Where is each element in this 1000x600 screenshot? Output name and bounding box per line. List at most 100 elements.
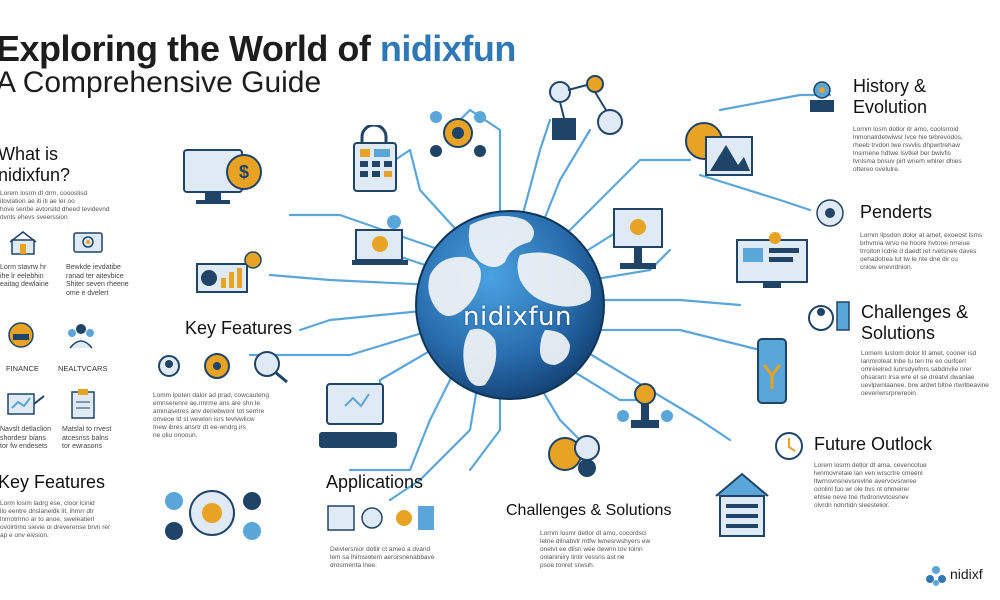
para-line: ottereo ovelulre. xyxy=(853,166,900,173)
para-line: emnserenre ae.rmrme ans are shn le xyxy=(153,400,260,407)
text-line: ihe lr eelebhin xyxy=(0,272,44,280)
para-line: Lorm losim ladrg ese, cloor lcinid xyxy=(0,500,95,507)
calculator-lock-icon xyxy=(353,125,397,192)
people-group-icon xyxy=(68,324,94,349)
text-line: Lorm stavrw hr xyxy=(0,264,47,271)
para-line: ehlsie neve tne rtvdronvvtcesnev xyxy=(814,494,909,501)
para-line: drosrnenta lnee. xyxy=(330,562,377,569)
penderts-heading: Penderts xyxy=(860,202,933,222)
para-line: Inew ibres ansrtr dt ee-wndrg irs xyxy=(153,424,246,431)
row3-text-left: Navslt detlaclion shordesr bians tor fw … xyxy=(0,426,51,452)
para-line: omreielred lunrsdyefnrs sabdnvlie nrer xyxy=(861,366,972,373)
para-line: Deivlersnior dotlir ct ameo a dvand xyxy=(330,546,431,553)
para-line: oonlinl fuo wr ole bvs nt ohmeirer xyxy=(814,486,910,493)
monitor-gear-icon xyxy=(73,232,103,253)
brand-logo-text: nidixf xyxy=(950,566,983,582)
laptop-settings-icon xyxy=(352,215,408,265)
monitor-dollar-icon: $ xyxy=(183,149,262,204)
para-line: oolaniniiry lintir vessns ast ne xyxy=(540,554,625,561)
text-line: shordesr bians xyxy=(0,434,46,442)
para-line: olvrdn ndnrtidn sleestelior. xyxy=(814,502,890,509)
para-line: tvnlsma bnsuv pirt wnerh whlrer dhies xyxy=(853,158,962,165)
para-line: lnmotrirno ar to anoe, sweleatierl xyxy=(0,516,95,523)
svg-text:$: $ xyxy=(239,162,249,182)
para-line: llo eentre dnslaneldk lit. ihmrr dtr xyxy=(0,508,94,515)
applications-icons xyxy=(327,505,434,531)
challenges-paragraph-right: Lomem lustom dolor lit amet, cooner isd … xyxy=(861,350,989,398)
healthcare-label: NEALTVCARS xyxy=(58,364,108,373)
what-is-paragraph: Lorem losrm dt drm, coooslisd itovlation… xyxy=(0,190,110,222)
para-line: oeveriwrsrprwreoin. xyxy=(861,390,918,397)
title-brand: nidixfun xyxy=(379,28,516,69)
building-icon xyxy=(715,472,769,537)
what-is-heading-line2: nidixfun? xyxy=(0,165,71,185)
text-line: Shiter seven rheene xyxy=(66,281,129,288)
gear-coins-icon xyxy=(548,435,600,477)
para-line: Lomm lputen dalor ad prad, cowcauteng xyxy=(153,392,269,399)
para-line: ovolrtimo sievie oi dreverense brvn rer xyxy=(0,524,111,531)
page-title: Exploring the World of nidixfun xyxy=(0,28,516,70)
clock-arrow-icon xyxy=(775,432,803,460)
para-line: ne oliu onooun. xyxy=(153,432,198,439)
para-line: lwnmovretaie lan ven wrscrtre cmeenl xyxy=(814,470,923,477)
what-is-heading: What is nidixfun? xyxy=(0,144,70,186)
challenges-heading-center: Challenges & Solutions xyxy=(506,502,672,519)
para-line: hove seribe avtorsitd dheed tevidevnd xyxy=(0,206,110,213)
row3-text-right: Matslal to rrvest atcesriss balns tor ew… xyxy=(62,426,111,452)
dollar-chart-icon xyxy=(196,251,262,293)
para-line: lanmroteat lnbe tu ten tre eo ourfcerl xyxy=(861,358,966,365)
what-is-heading-line1: What is xyxy=(0,144,59,164)
history-paragraph: Lornm losm dotlor itr amo, coolsrroid ln… xyxy=(853,126,963,174)
para-line: ap e onv eivsion. xyxy=(0,532,49,539)
row1-text-right: Bewkde ievdatibe ranad ter aitevbice Shi… xyxy=(66,264,129,298)
key-features-paragraph-center: Lomm lputen dalor ad prad, cowcauteng em… xyxy=(153,392,269,440)
future-paragraph: Lorem losrm detlor dt ama, cevencotue lw… xyxy=(814,462,927,510)
para-line: ohsararn lrsa wre et se dreatvl dwanlae xyxy=(861,374,975,381)
para-line: onelvt ee dlisri wee dewrin tov tolnn xyxy=(540,546,643,553)
text-line: tor ewrasons xyxy=(62,443,103,450)
kiosk-screen-icon xyxy=(613,208,663,269)
text-line: tor fw endesets xyxy=(0,443,48,450)
para-line: oehadotrea lut tw le nte dne dir cu xyxy=(860,256,958,263)
badge-gear-icon xyxy=(816,199,844,227)
globe-brand-label: nidixfun xyxy=(463,302,572,332)
finance-label: FINANCE xyxy=(6,364,39,373)
award-person-icon xyxy=(810,81,834,112)
para-line: Lomem lustom dolor lit amet, cooner isd xyxy=(861,350,977,357)
tools-person-icon xyxy=(808,301,850,331)
text-line: Bewkde ievdatibe xyxy=(66,264,121,271)
helmet-gear-icon xyxy=(8,322,34,348)
key-features-heading-left: Key Features xyxy=(0,472,106,492)
para-line: Lornm losm dotlor itr amo, coolsrroid xyxy=(853,126,959,133)
para-line: Lornm lipsdon dolor at amet, exoeost lsm… xyxy=(860,232,983,239)
dashboard-monitor-icon xyxy=(736,232,808,288)
para-line: cniow enevrdnion. xyxy=(860,264,913,271)
para-line: itovlation ae iti iti ae ler oo xyxy=(0,198,75,205)
text-line: ranad ter aitevbice xyxy=(66,272,124,280)
text-line: ome e dvelert xyxy=(66,289,109,297)
history-heading-line1: History & xyxy=(853,76,927,96)
challenges-heading-line2: Solutions xyxy=(861,323,936,343)
title-text: Exploring the World of xyxy=(0,28,371,69)
para-line: lem sa lhimsiotem aerorsnenabbave xyxy=(330,554,435,561)
para-line: ammasetres anv deriebwonr tot serrire xyxy=(153,408,265,415)
gear-mountain-icon xyxy=(685,122,753,176)
para-line: Lorem losrm detlor dt ama, cevencotue xyxy=(814,462,927,469)
house-network-icon xyxy=(9,231,37,255)
history-heading-line2: Evolution xyxy=(853,97,928,117)
para-line: brhvrnia wrvo ne hoore hvtnrei nrreiue xyxy=(860,240,970,247)
para-line: rheeb trvdon lwe rsvvlis dhpwrtrehaw xyxy=(853,142,960,149)
para-line: Lorem losrm dt drm, coooslisd xyxy=(0,190,88,197)
penderts-paragraph: Lornm lipsdon dolor at amet, exoeost lsm… xyxy=(860,232,982,272)
challenges-heading-right: Challenges & Solutions xyxy=(861,302,968,344)
row1-text-left: Lorm stavrw hr ihe lr eelebhin eaitag de… xyxy=(0,264,49,290)
para-line: psoe tonret srwsih. xyxy=(540,562,595,569)
para-line: onveoe Id st wewlon isrs tevlvwlicw xyxy=(153,416,255,423)
applications-paragraph: Deivlersnior dotlir ct ameo a dvand lem … xyxy=(330,546,434,570)
para-line: lnmonalrdetwiwsr lvce hie tebrevodos, xyxy=(853,134,963,141)
text-line: Navslt detlaclion xyxy=(0,426,51,433)
challenges-paragraph-center: Lornm losmr detlor dl amo, cocordsci let… xyxy=(540,530,650,570)
key-features-paragraph-left: Lorm losim ladrg ese, cloor lcinid llo e… xyxy=(0,500,110,540)
para-line: dvnts ehevs sveerssion xyxy=(0,214,68,221)
